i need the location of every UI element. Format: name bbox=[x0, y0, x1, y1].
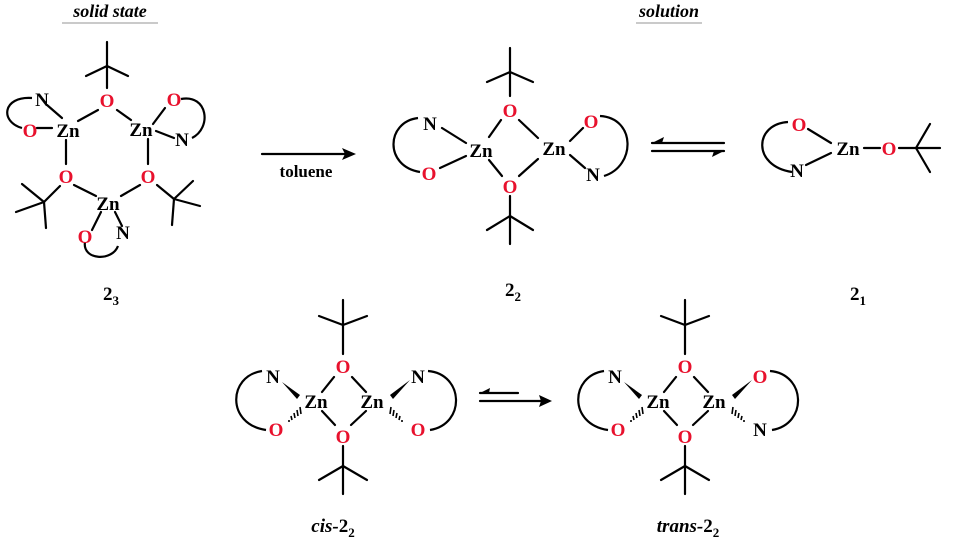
solid-state-header: solid state bbox=[72, 1, 147, 21]
oxygen-label: O bbox=[753, 367, 768, 388]
oxygen-label: O bbox=[100, 91, 115, 112]
oxygen-label: O bbox=[611, 420, 626, 441]
structure-2-1: O N Zn O bbox=[761, 115, 942, 182]
oxygen-label: O bbox=[59, 167, 74, 188]
nitrogen-label: N bbox=[753, 420, 767, 441]
oxygen-label: O bbox=[167, 90, 182, 111]
nitrogen-label: N bbox=[790, 161, 804, 182]
zinc-label: Zn bbox=[129, 120, 153, 141]
oxygen-label: O bbox=[584, 112, 599, 133]
oxygen-label: O bbox=[336, 357, 351, 378]
compound-label-2-2: 22 bbox=[505, 280, 521, 304]
oxygen-label: O bbox=[503, 101, 518, 122]
compound-label-cis-2-2: cis-22 bbox=[311, 516, 354, 540]
compound-label-trans-2-2: trans-22 bbox=[657, 516, 719, 540]
oxygen-label: O bbox=[678, 427, 693, 448]
compound-label-2-3: 23 bbox=[103, 284, 120, 308]
nitrogen-label: N bbox=[266, 367, 280, 388]
zinc-label: Zn bbox=[96, 194, 120, 215]
zinc-label: Zn bbox=[469, 141, 493, 162]
structure-trans-2-2: O O Zn Zn N O O N bbox=[577, 298, 800, 496]
zinc-label: Zn bbox=[56, 121, 80, 142]
structure-2-3: O Zn Zn O O Zn N O O N O N bbox=[6, 40, 206, 258]
oxygen-label: O bbox=[678, 357, 693, 378]
arrow-label: toluene bbox=[280, 162, 333, 181]
solution-header: solution bbox=[638, 1, 699, 21]
zinc-label: Zn bbox=[646, 392, 670, 413]
zinc-label: Zn bbox=[836, 139, 860, 160]
nitrogen-label: N bbox=[608, 367, 622, 388]
equilibrium-arrow bbox=[478, 388, 552, 407]
nitrogen-label: N bbox=[423, 114, 437, 135]
zinc-label: Zn bbox=[360, 392, 384, 413]
zinc-label: Zn bbox=[304, 392, 328, 413]
oxygen-label: O bbox=[336, 427, 351, 448]
compound-label-2-1: 21 bbox=[850, 284, 866, 308]
structure-2-2: O O Zn Zn N O O N bbox=[392, 46, 629, 246]
oxygen-label: O bbox=[23, 121, 38, 142]
oxygen-label: O bbox=[503, 177, 518, 198]
zinc-label: Zn bbox=[542, 139, 566, 160]
reaction-arrow: toluene bbox=[260, 148, 356, 181]
oxygen-label: O bbox=[882, 139, 897, 160]
oxygen-label: O bbox=[422, 164, 437, 185]
nitrogen-label: N bbox=[175, 130, 189, 151]
oxygen-label: O bbox=[141, 167, 156, 188]
equilibrium-arrow bbox=[650, 137, 726, 157]
structure-cis-2-2: O O Zn Zn N O N O bbox=[235, 298, 458, 496]
oxygen-label: O bbox=[269, 420, 284, 441]
nitrogen-label: N bbox=[586, 165, 600, 186]
oxygen-label: O bbox=[78, 227, 93, 248]
nitrogen-label: N bbox=[411, 367, 425, 388]
nitrogen-label: N bbox=[116, 223, 130, 244]
oxygen-label: O bbox=[411, 420, 426, 441]
zinc-label: Zn bbox=[702, 392, 726, 413]
oxygen-label: O bbox=[792, 115, 807, 136]
nitrogen-label: N bbox=[35, 90, 49, 111]
